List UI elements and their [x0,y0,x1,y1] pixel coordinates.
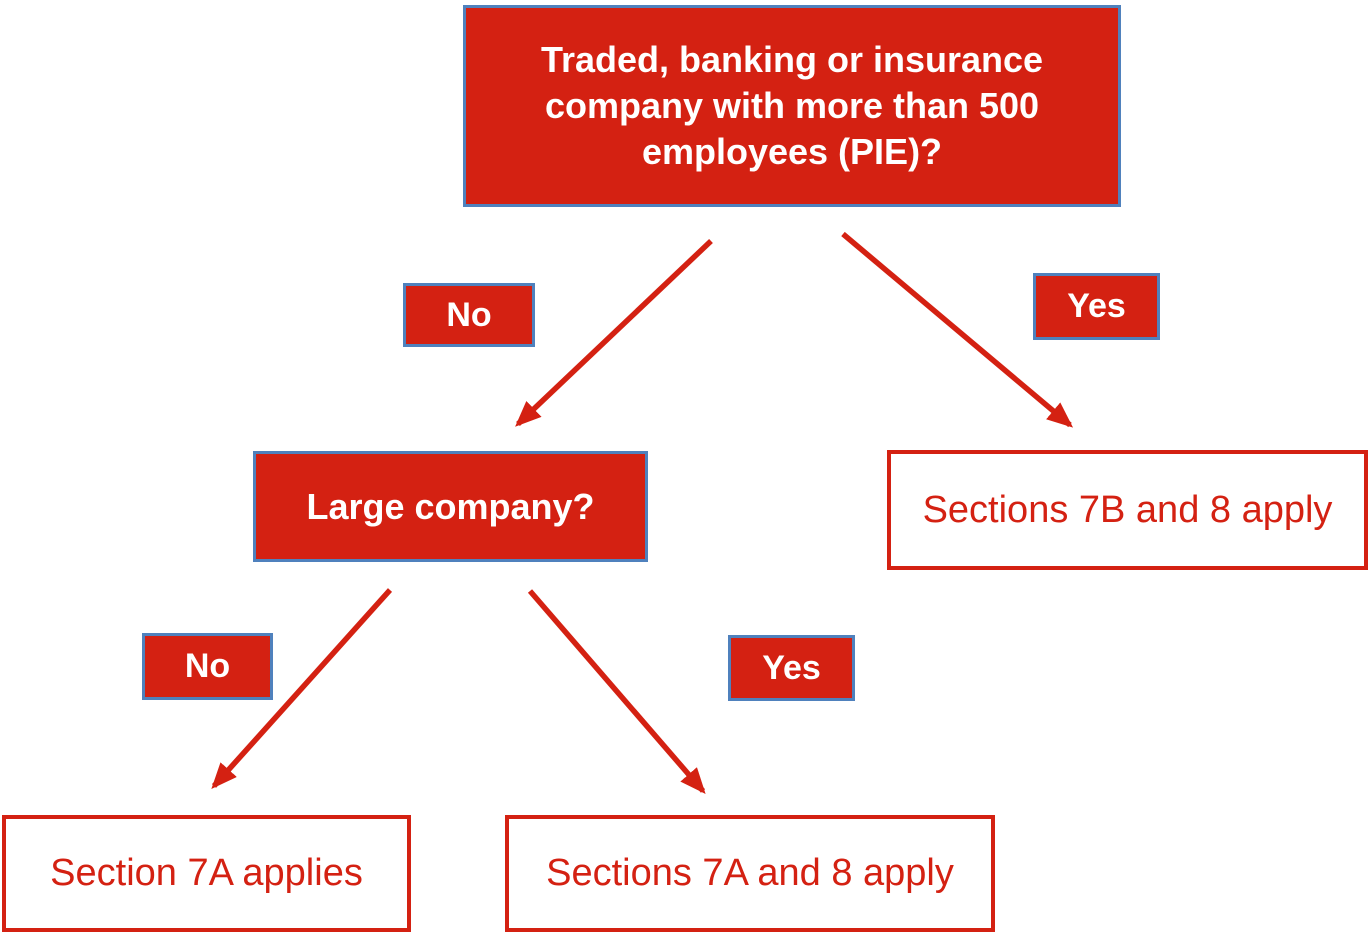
root-question-node: Traded, banking or insurance company wit… [463,5,1121,207]
edge-label-large-no: No [142,633,273,700]
outcome-sections-7a-and-8-node: Sections 7A and 8 apply [505,815,995,932]
arrow-root-no-to-large-company [515,239,713,427]
edge-label-root-no: No [403,283,535,347]
outcome-section-7a-node: Section 7A applies [2,815,411,932]
edge-label-large-yes: Yes [728,635,855,701]
arrow-large-yes-to-sections-7a-8 [527,589,706,795]
edge-label-root-yes: Yes [1033,273,1160,340]
outcome-sections-7b-and-8-node: Sections 7B and 8 apply [887,450,1368,570]
large-company-question-node: Large company? [253,451,648,562]
